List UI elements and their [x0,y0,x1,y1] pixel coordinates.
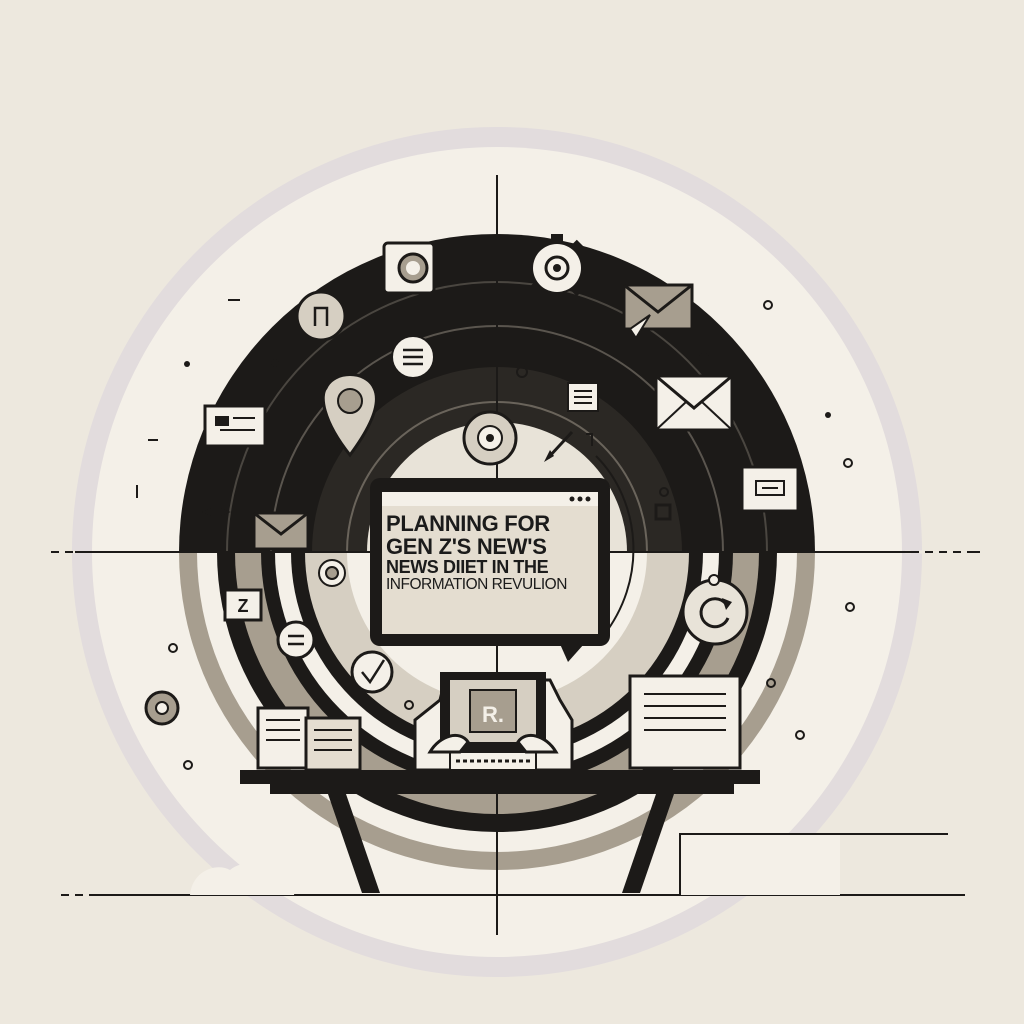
cloud [190,862,295,895]
document-card-icon [203,404,267,448]
sparkle-icon [201,498,231,527]
envelope-icon [622,283,694,340]
tablet: R. [413,672,574,772]
envelope-icon [252,511,310,551]
gear-icon [523,234,591,302]
monitor [370,478,610,662]
arc-arrow [595,455,635,641]
envelope-icon [654,374,734,432]
letter-z-icon: Z [223,588,263,622]
document-card-icon [567,382,599,412]
floor-box [679,833,948,895]
tablet-letter: R. [482,702,504,727]
search-icon [382,241,436,295]
pause-icon [295,290,347,342]
square-icon [654,503,672,521]
tick-marks [136,299,912,553]
document-card-icon [740,465,800,513]
location-pin-icon [321,373,378,458]
letter-z-text: Z [238,596,249,616]
check-icon [350,650,394,694]
dial-icon [144,690,180,726]
chat-bubble-icon [276,620,316,660]
pencil-icon [544,430,593,462]
menu-icon [391,335,435,379]
radio-icon [318,559,346,587]
target-icon [462,410,518,466]
refresh-icon [681,574,749,646]
scatter-dots [168,300,855,770]
desk [240,770,760,893]
document [628,674,742,770]
paper-stack [256,706,362,772]
